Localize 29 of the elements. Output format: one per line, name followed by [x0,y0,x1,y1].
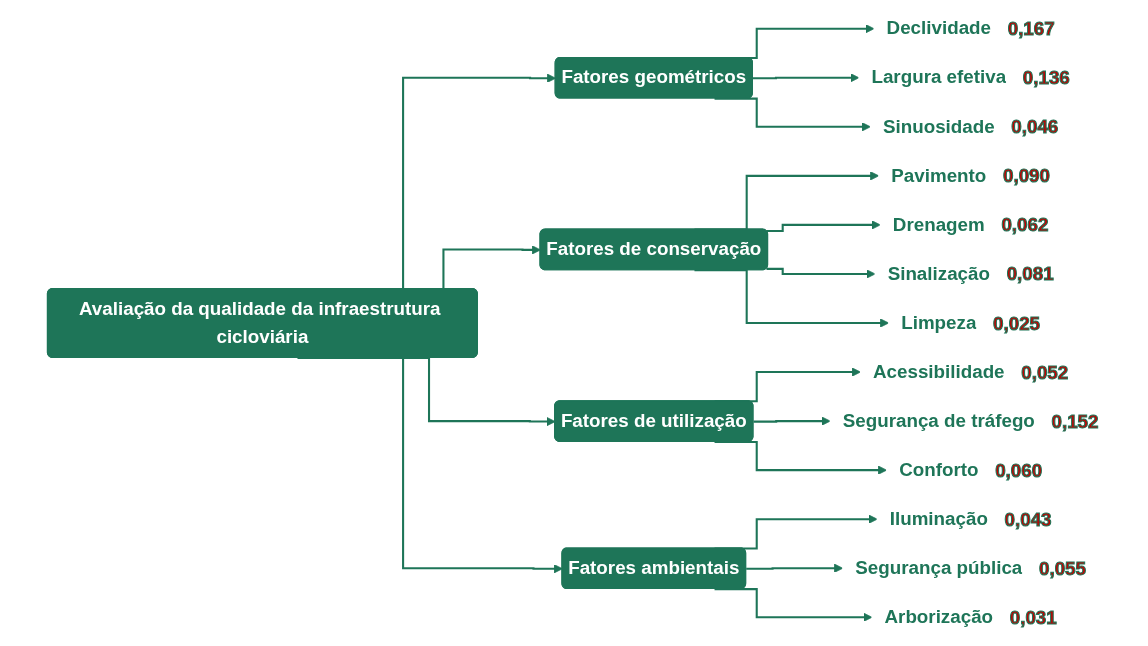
node-text: Arborização [884,606,994,628]
weight-value: 0,055 [1039,557,1086,579]
weight-value: 0,052 [1021,361,1069,383]
arrow [753,416,831,426]
node-text: Pavimento [891,164,987,186]
node-text: Segurança de tráfego [842,410,1035,432]
node-text: Declividade [886,17,991,39]
node-text: Acessibilidade [873,361,1005,382]
weight-value: 0,043 [1004,508,1052,530]
node-text: Segurança pública [855,557,1023,579]
weight-value: 0,060 [995,459,1043,481]
arrow [766,267,876,279]
weight-value: 0,081 [1006,263,1054,285]
weight-value: 0,031 [1009,606,1057,628]
weight-value: 0,152 [1051,410,1099,432]
weight-value: 0,136 [1022,67,1070,89]
weight-value: 0,167 [1007,18,1055,40]
node-text: Iluminação [889,508,988,530]
node-text: Limpeza [901,312,977,333]
weight-value: 0,025 [993,312,1041,334]
node-text: Conforto [899,459,979,481]
weight-value: 0,046 [1011,116,1059,138]
node-text: Sinalização [887,262,990,284]
arrow [766,220,881,233]
weight-value: 0,062 [1001,214,1049,236]
node-text: Drenagem [892,213,985,235]
weight-value: 0,090 [1003,165,1050,187]
node-text: Largura efetiva [871,66,1007,88]
node-text: Sinuosidade [882,115,995,137]
